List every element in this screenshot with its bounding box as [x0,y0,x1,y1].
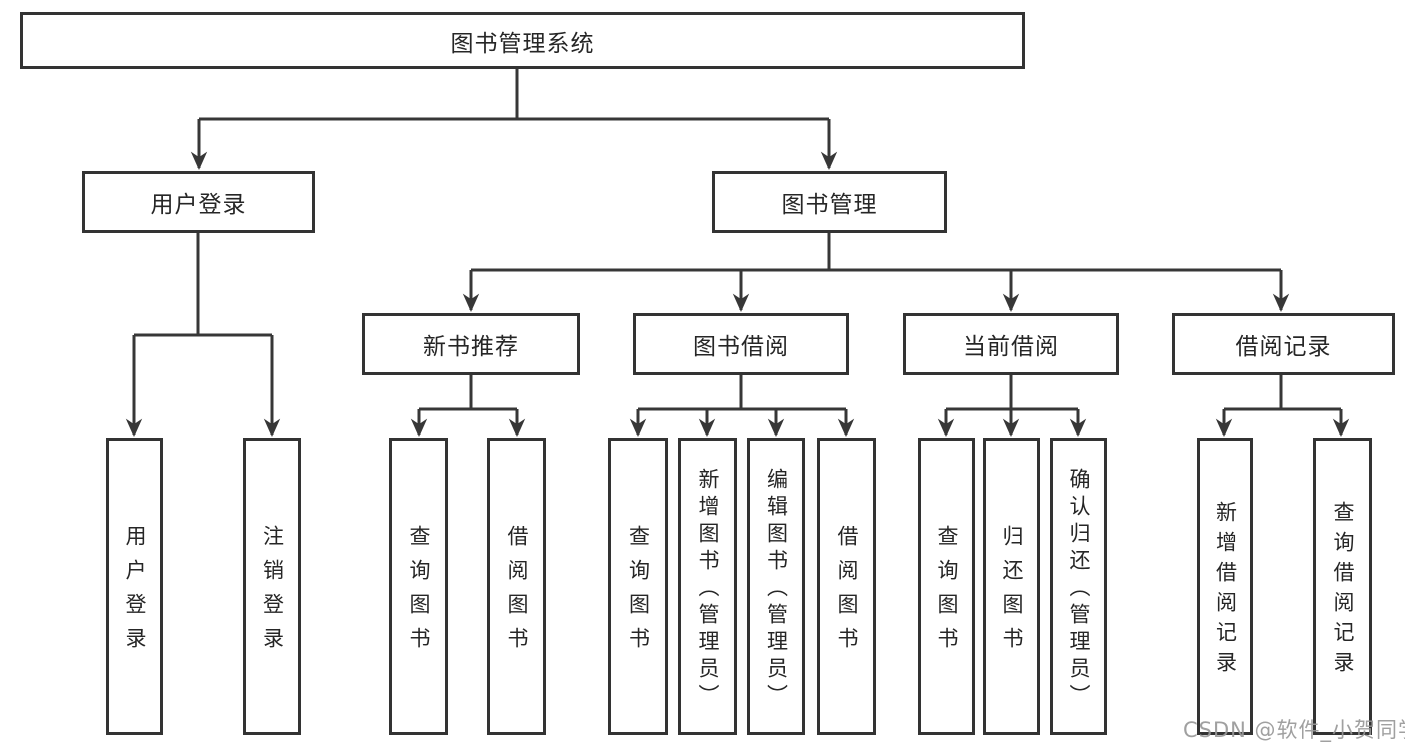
leaf-logout: 注销登录 [243,438,301,735]
leaf-query-borrow-record-label: 查询借阅记录 [1331,501,1355,681]
leaf-borrow-books: 借阅图书 [817,438,876,735]
node-library-management-system: 图书管理系统 [20,12,1025,69]
leaf-borrow-books-recommend-label: 借阅图书 [505,525,529,661]
node-user-login: 用户登录 [82,171,315,233]
csdn-watermark: CSDN @软件_小贺同学 [1183,718,1405,742]
node-book-management-label: 图书管理 [781,192,878,218]
leaf-query-books-current: 查询图书 [918,438,975,735]
leaf-confirm-return-admin-label: 确认归还（管理员） [1067,468,1091,711]
leaf-add-books-admin: 新增图书（管理员） [678,438,737,735]
node-borrowing-records: 借阅记录 [1172,313,1395,375]
leaf-confirm-return-admin: 确认归还（管理员） [1050,438,1107,735]
node-book-management: 图书管理 [712,171,947,233]
leaf-add-borrow-record: 新增借阅记录 [1197,438,1253,735]
leaf-edit-books-admin-label: 编辑图书（管理员） [764,468,789,711]
node-current-borrowing: 当前借阅 [903,313,1119,375]
leaf-query-books-current-label: 查询图书 [935,525,959,661]
leaf-return-books-label: 归还图书 [1000,525,1024,661]
leaf-borrow-books-label: 借阅图书 [835,525,859,661]
node-new-book-recommendation-label: 新书推荐 [423,334,519,360]
leaf-edit-books-admin: 编辑图书（管理员） [747,438,805,735]
leaf-return-books: 归还图书 [983,438,1040,735]
node-new-book-recommendation: 新书推荐 [362,313,580,375]
node-borrowing-records-label: 借阅记录 [1235,334,1332,360]
leaf-add-borrow-record-label: 新增借阅记录 [1213,501,1238,681]
leaf-user-login: 用户登录 [106,438,163,735]
leaf-query-books-borrow-label: 查询图书 [626,525,651,661]
node-user-login-label: 用户登录 [150,192,247,218]
leaf-query-borrow-record: 查询借阅记录 [1313,438,1372,735]
leaf-user-login-label: 用户登录 [123,525,147,661]
leaf-add-books-admin-label: 新增图书（管理员） [696,468,720,711]
node-book-borrowing-label: 图书借阅 [693,334,789,360]
leaf-query-books-borrow: 查询图书 [608,438,668,735]
leaf-query-books-recommend-label: 查询图书 [407,525,431,661]
leaf-logout-label: 注销登录 [260,525,285,661]
leaf-borrow-books-recommend: 借阅图书 [487,438,546,735]
node-library-management-system-label: 图书管理系统 [450,30,595,57]
leaf-query-books-recommend: 查询图书 [389,438,448,735]
node-current-borrowing-label: 当前借阅 [963,334,1059,360]
node-book-borrowing: 图书借阅 [633,313,849,375]
